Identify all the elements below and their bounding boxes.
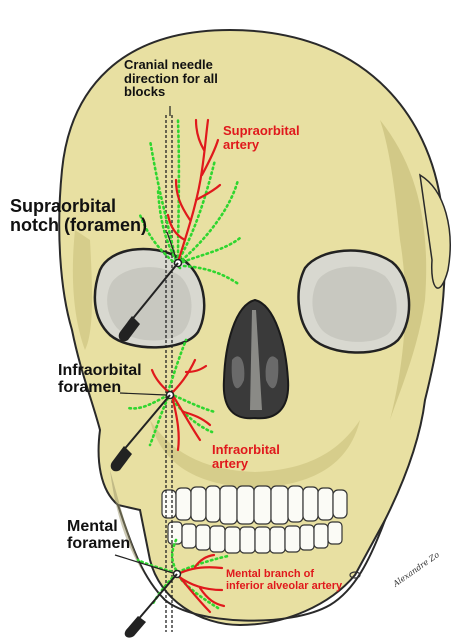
infraorbital-artery-line-2: artery [212, 457, 280, 471]
supraorbital-artery-label: Supraorbital artery [223, 124, 300, 151]
infraorbital-artery-label: Infraorbital artery [212, 443, 280, 470]
mental-foramen-line-2: foramen [67, 536, 130, 553]
supraorbital-notch-line-1: Supraorbital [10, 197, 147, 216]
supraorbital-notch-label: Supraorbital notch (foramen) [10, 197, 147, 235]
infraorbital-foramen-line-1: Infraorbital [58, 363, 142, 380]
needle-direction-line-2: direction for all [124, 72, 218, 86]
needle-direction-label: Cranial needle direction for all blocks [124, 58, 218, 99]
needle-direction-line-3: blocks [124, 85, 218, 99]
infraorbital-foramen-line-2: foramen [58, 380, 142, 397]
mental-artery-label: Mental branch of inferior alveolar arter… [226, 569, 342, 592]
supraorbital-notch-line-2: notch (foramen) [10, 216, 147, 235]
upper-teeth [162, 486, 347, 524]
orbit-left-inner [107, 267, 191, 340]
infraorbital-foramen-label: Infraorbital foramen [58, 363, 142, 397]
mental-foramen-line-1: Mental [67, 519, 130, 536]
supraorbital-artery-line-2: artery [223, 138, 300, 152]
mental-foramen-label: Mental foramen [67, 519, 130, 553]
needle-direction-line-1: Cranial needle [124, 58, 218, 72]
infraorbital-artery-line-1: Infraorbital [212, 443, 280, 457]
mental-artery-line-2: inferior alveolar artery [226, 581, 342, 593]
mental-artery-line-1: Mental branch of [226, 569, 342, 581]
orbit-right-inner [312, 267, 396, 342]
supraorbital-artery-line-1: Supraorbital [223, 124, 300, 138]
